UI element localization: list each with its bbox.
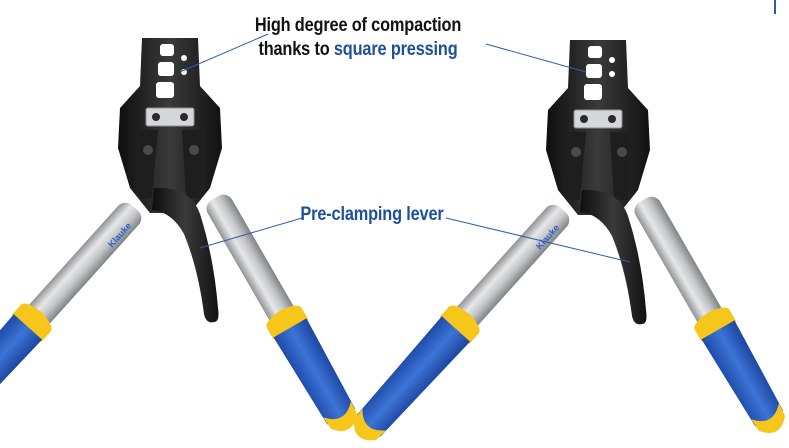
crimping-tool-right xyxy=(343,39,789,448)
compaction-line-2-prefix: thanks to xyxy=(258,39,334,60)
compaction-callout: High degree of compaction thanks to squa… xyxy=(229,14,487,62)
callout-line-lever-left xyxy=(199,217,303,249)
compaction-line-2: thanks to square pressing xyxy=(229,38,487,62)
callout-line-compaction-left xyxy=(179,33,269,73)
callout-line-compaction-right xyxy=(485,43,587,73)
compaction-line-1: High degree of compaction xyxy=(254,15,462,36)
crimping-tool-left xyxy=(0,37,367,448)
edge-marker xyxy=(774,0,776,14)
pre-clamping-lever-callout: Pre-clamping lever xyxy=(300,204,444,225)
callout-line-lever-right xyxy=(445,217,631,263)
compaction-line-2-accent: square pressing xyxy=(333,39,458,60)
